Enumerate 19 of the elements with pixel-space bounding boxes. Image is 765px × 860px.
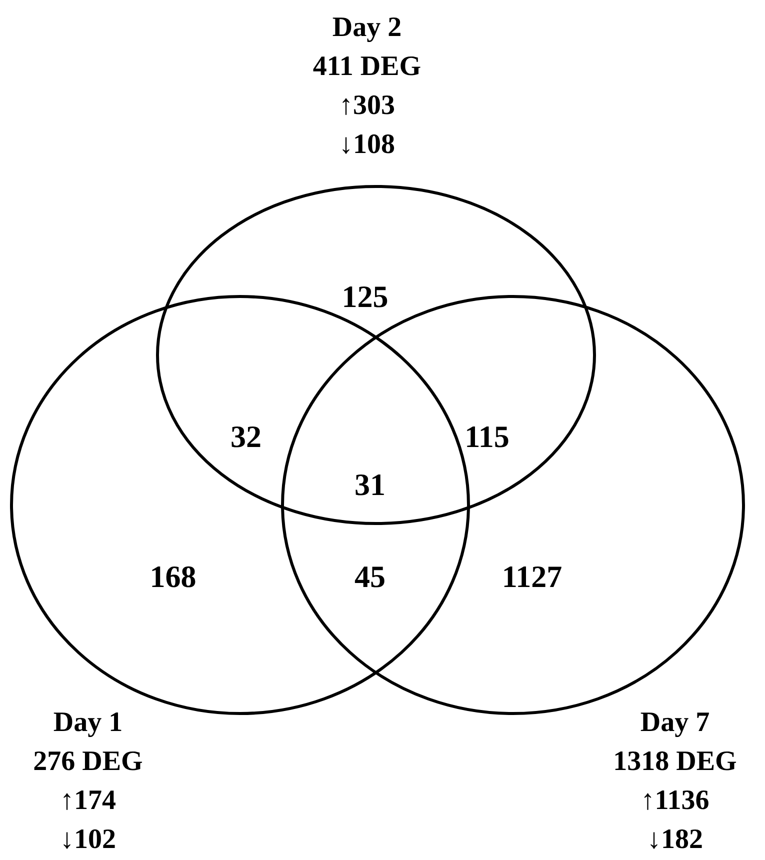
region-count: 168 bbox=[150, 559, 196, 595]
upregulated-count: ↑174 bbox=[60, 784, 116, 818]
deg-total: 276 DEG bbox=[33, 745, 143, 779]
upregulated-count: ↑303 bbox=[339, 89, 395, 123]
deg-total: 1318 DEG bbox=[613, 745, 737, 779]
region-count: 45 bbox=[354, 559, 386, 595]
downregulated-count: ↓108 bbox=[339, 128, 395, 162]
region-count: 32 bbox=[230, 419, 262, 455]
region-count: 31 bbox=[354, 467, 386, 503]
set-name: Day 2 bbox=[332, 11, 402, 45]
downregulated-count: ↓102 bbox=[60, 823, 116, 857]
downregulated-count: ↓182 bbox=[647, 823, 703, 857]
region-count: 115 bbox=[464, 419, 510, 455]
upregulated-count: ↑1136 bbox=[640, 784, 710, 818]
region-count: 125 bbox=[342, 279, 388, 315]
deg-total: 411 DEG bbox=[312, 50, 422, 84]
region-count: 1127 bbox=[502, 559, 562, 595]
set-name: Day 1 bbox=[53, 706, 123, 740]
set-name: Day 7 bbox=[640, 706, 710, 740]
